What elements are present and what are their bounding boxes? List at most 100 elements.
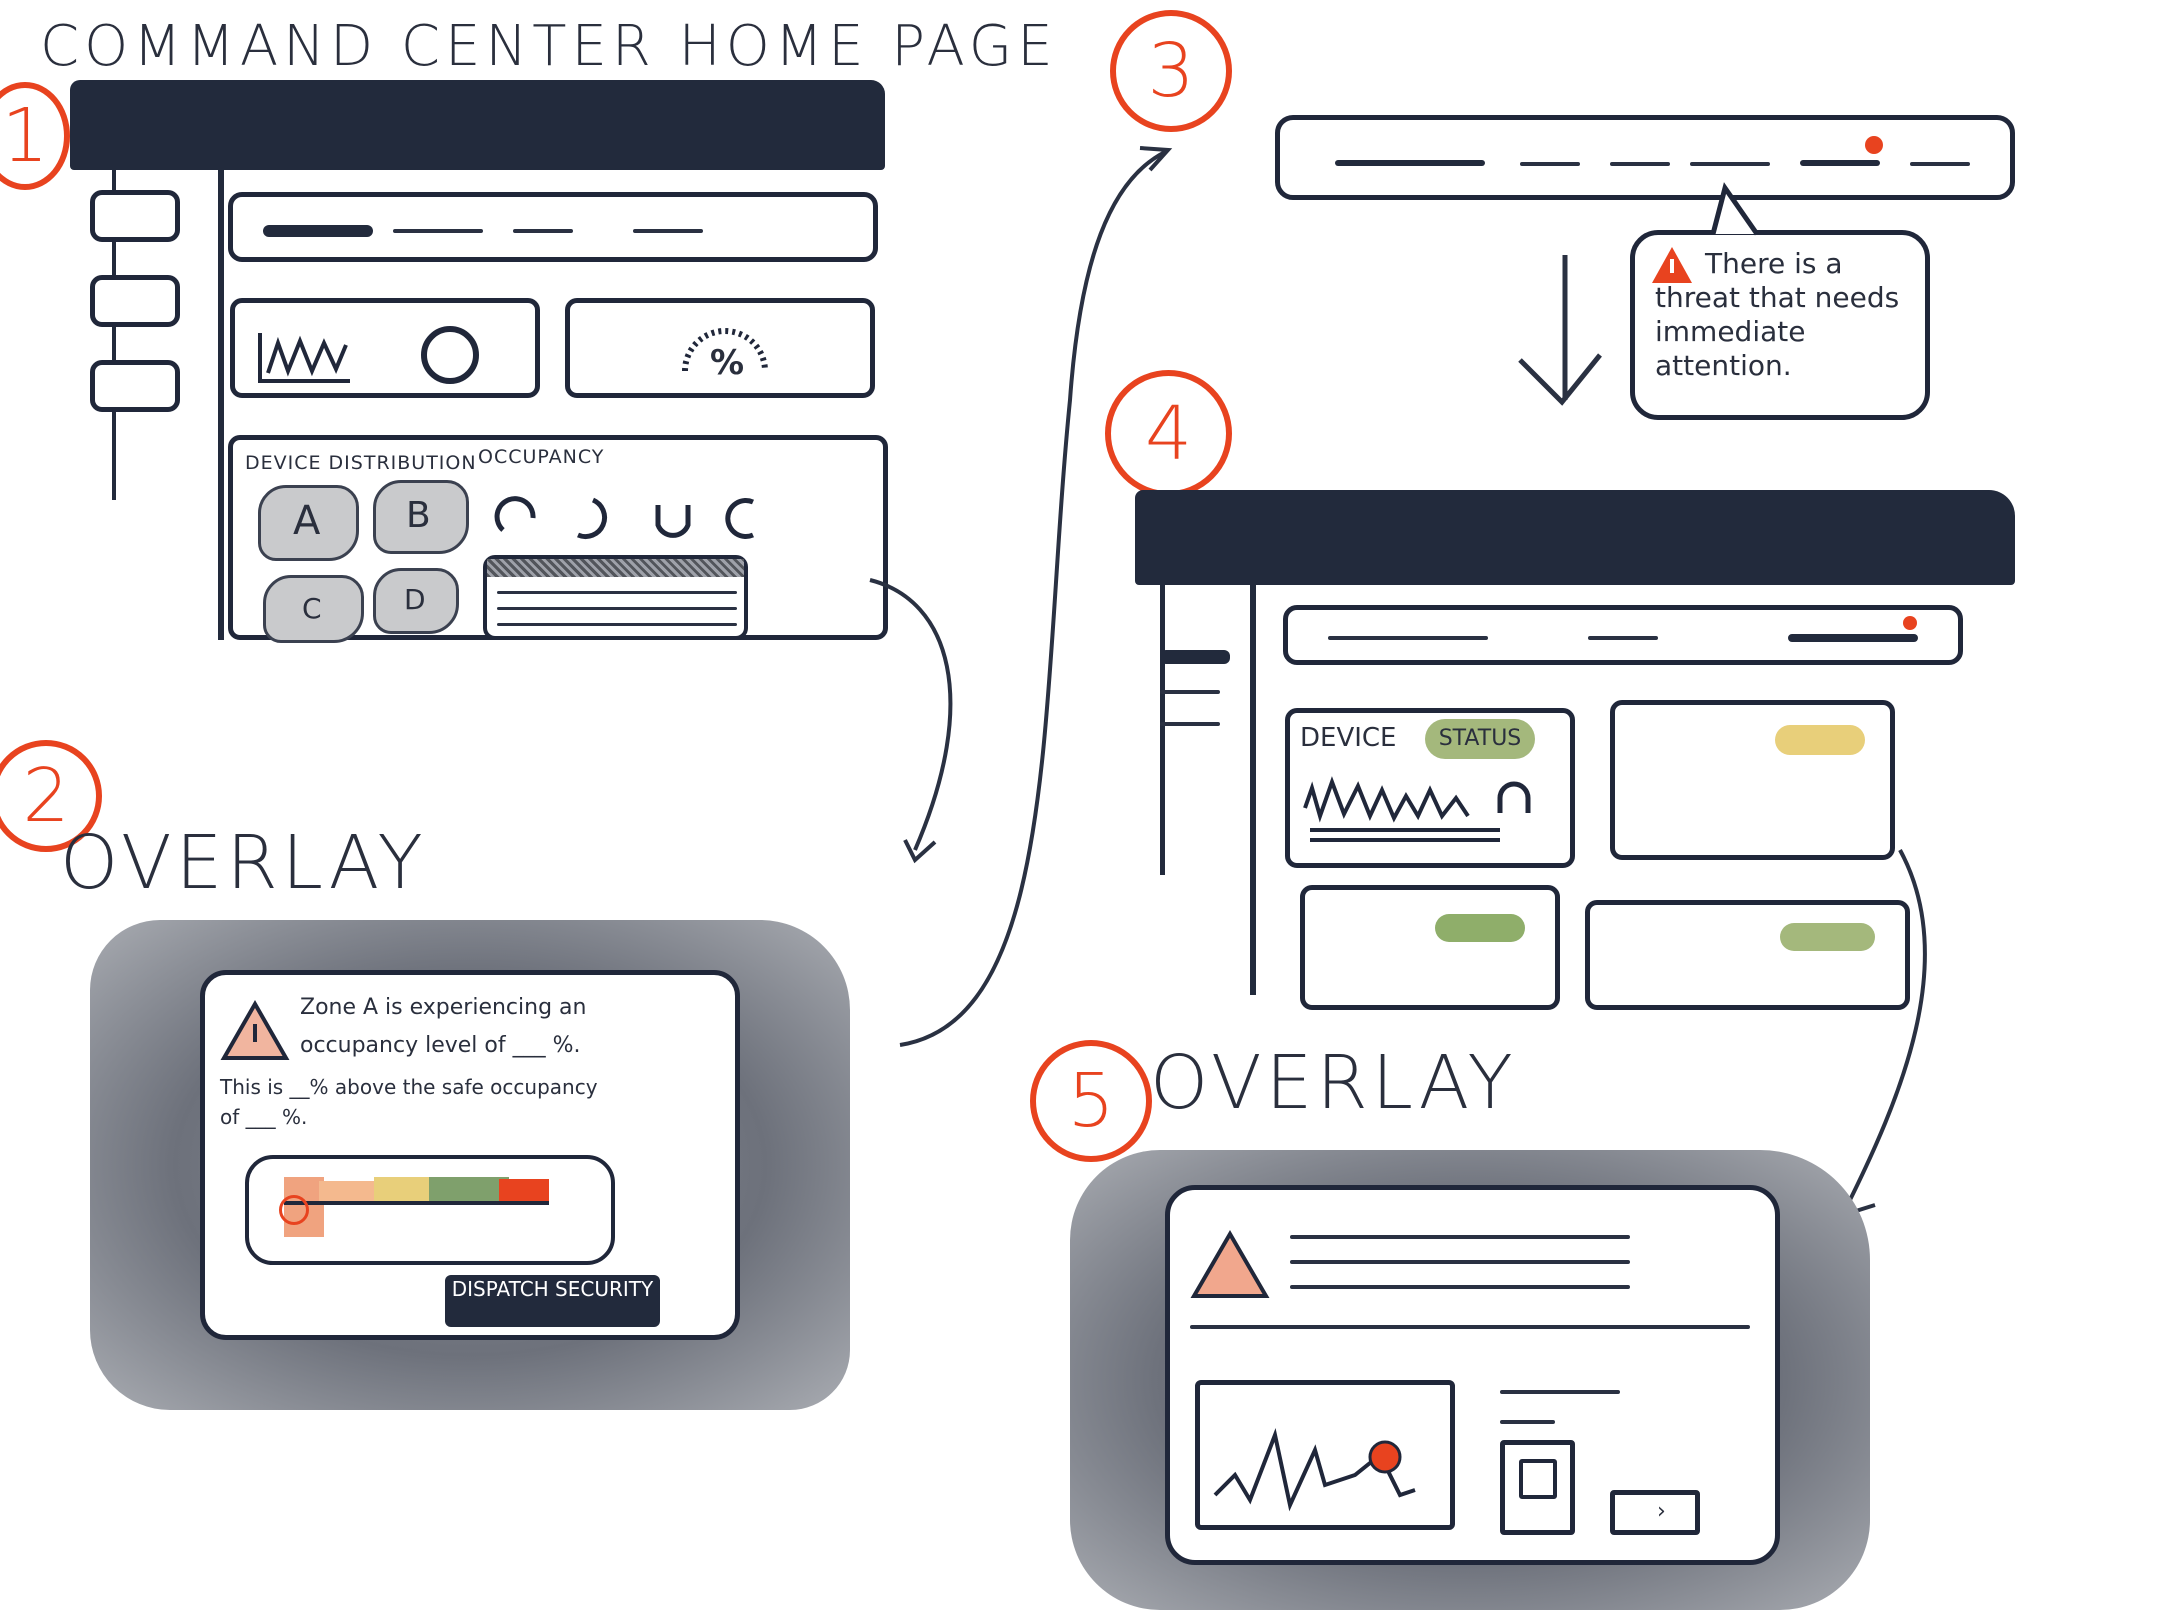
home-sidebar-divider: [218, 170, 224, 640]
table-header: [487, 559, 744, 577]
step-1-number: 1: [1, 93, 49, 179]
device-thumbnail[interactable]: [1500, 1440, 1575, 1535]
detail-chart: [1195, 1380, 1455, 1530]
step-2-badge: 2: [0, 740, 102, 852]
chevron-right-icon: ›: [1657, 1499, 1666, 1524]
zone-c-blob[interactable]: C: [263, 575, 364, 643]
threat-message: There is a threat that needs immediate a…: [1655, 247, 1900, 382]
zone-d-blob[interactable]: D: [373, 568, 459, 634]
home-top-bar: [70, 80, 885, 170]
warning-icon: [220, 1000, 290, 1060]
device-distribution-label: DEVICE DISTRIBUTION: [245, 452, 477, 474]
next-button[interactable]: ›: [1610, 1490, 1700, 1535]
detail-text-line: [1290, 1260, 1630, 1264]
detail-text-line: [1290, 1285, 1630, 1289]
alert-dot-icon[interactable]: [1903, 616, 1917, 630]
header-line: [1588, 636, 1658, 640]
detail-modal: ›: [1165, 1185, 1780, 1565]
map-zone-yellow: [374, 1177, 434, 1201]
dashboard-header-row: [1283, 605, 1963, 665]
step-3-badge: 3: [1110, 10, 1232, 132]
header-line-2: [393, 229, 483, 233]
nav-line-5: [1800, 160, 1880, 166]
alert-message-line2: occupancy level of ___ %.: [300, 1033, 581, 1058]
step-5-number: 5: [1067, 1058, 1115, 1144]
zone-a-label: A: [293, 498, 321, 544]
map-path: [284, 1201, 549, 1205]
overlay-label-2: OVERLAY: [60, 820, 427, 906]
table-row: [497, 607, 737, 610]
home-chart-widget: [230, 298, 540, 398]
sidebar-active-item[interactable]: [1160, 650, 1230, 664]
map-zone-red: [499, 1179, 549, 1201]
detail-divider: [1190, 1325, 1750, 1329]
home-header-row: [228, 192, 878, 262]
header-line-bold: [1788, 634, 1918, 642]
table-row: [497, 623, 737, 626]
sidebar-item-3[interactable]: [90, 360, 180, 412]
zone-c-label: C: [302, 592, 322, 625]
device-card-yellow[interactable]: [1610, 700, 1895, 860]
dispatch-security-button[interactable]: DISPATCH SECURITY: [445, 1275, 660, 1327]
step-4-number: 4: [1144, 390, 1193, 477]
sidebar-item-2[interactable]: [90, 275, 180, 327]
step-1-badge: 1: [0, 82, 70, 190]
status-badge: STATUS: [1425, 719, 1535, 759]
map-zone-orange-2: [319, 1181, 379, 1201]
zone-b-blob[interactable]: B: [373, 480, 469, 554]
alert-message-line3: This is __% above the safe occupancy: [220, 1075, 598, 1099]
home-sidebar-edge: [112, 170, 116, 500]
occupancy-rings: [494, 496, 754, 540]
step-2-number: 2: [22, 753, 70, 839]
device-status-card[interactable]: DEVICE STATUS: [1285, 708, 1575, 868]
header-line: [1328, 636, 1488, 640]
detail-line-chart: [1213, 1428, 1416, 1512]
nav-line-3: [1610, 162, 1670, 166]
header-line-3: [513, 229, 573, 233]
detail-text-line: [1290, 1235, 1630, 1239]
alert-modal: Zone A is experiencing an occupancy leve…: [200, 970, 740, 1340]
device-card-green-2[interactable]: [1585, 900, 1910, 1010]
warning-icon: [1652, 247, 1692, 283]
device-card-green-1[interactable]: [1300, 885, 1560, 1010]
status-badge-yellow: [1775, 725, 1865, 755]
gauge-label: %: [710, 343, 745, 383]
dashboard-top-bar: [1135, 490, 2015, 585]
nav-line-1: [1335, 160, 1485, 166]
detail-side-line: [1500, 1420, 1555, 1424]
home-main-panel: DEVICE DISTRIBUTION OCCUPANCY A B C D: [228, 435, 888, 643]
alert-message-line1: Zone A is experiencing an: [300, 995, 587, 1020]
home-page-sketch: % DEVICE DISTRIBUTION OCCUPANCY A B C D: [70, 80, 890, 643]
dashboard-sidebar-divider: [1250, 585, 1256, 995]
map-zone-green: [429, 1177, 509, 1201]
nav-line-4: [1690, 162, 1770, 166]
occupancy-label: OCCUPANCY: [478, 446, 605, 468]
zone-a-blob[interactable]: A: [258, 485, 359, 561]
map-marker-icon: [279, 1195, 309, 1225]
sidebar-item-1[interactable]: [90, 190, 180, 242]
detail-side-line: [1500, 1390, 1620, 1394]
device-icon: [1519, 1459, 1557, 1499]
status-badge-green: [1435, 914, 1525, 942]
overlay-label-5: OVERLAY: [1150, 1040, 1517, 1126]
step-5-badge: 5: [1030, 1040, 1152, 1162]
zone-b-label: B: [406, 495, 431, 536]
nav-line-6: [1910, 162, 1970, 166]
occupancy-table: [483, 555, 748, 640]
device-activity-chart: [1303, 776, 1531, 842]
nav-line-2: [1520, 162, 1580, 166]
zone-d-label: D: [404, 583, 426, 616]
sidebar-item[interactable]: [1160, 722, 1220, 726]
alert-map: [245, 1155, 615, 1265]
sidebar-item[interactable]: [1160, 690, 1220, 694]
dashboard-sketch: DEVICE STATUS: [1135, 490, 2015, 1010]
device-label: DEVICE: [1300, 723, 1397, 753]
mini-line-chart: [258, 326, 479, 384]
status-badge-green: [1780, 923, 1875, 951]
tooltip-pointer: [1710, 182, 1760, 236]
header-line-4: [633, 229, 703, 233]
notification-bar: [1275, 115, 2015, 200]
alert-dot-icon[interactable]: [1865, 136, 1883, 154]
step-4-badge: 4: [1105, 370, 1232, 497]
